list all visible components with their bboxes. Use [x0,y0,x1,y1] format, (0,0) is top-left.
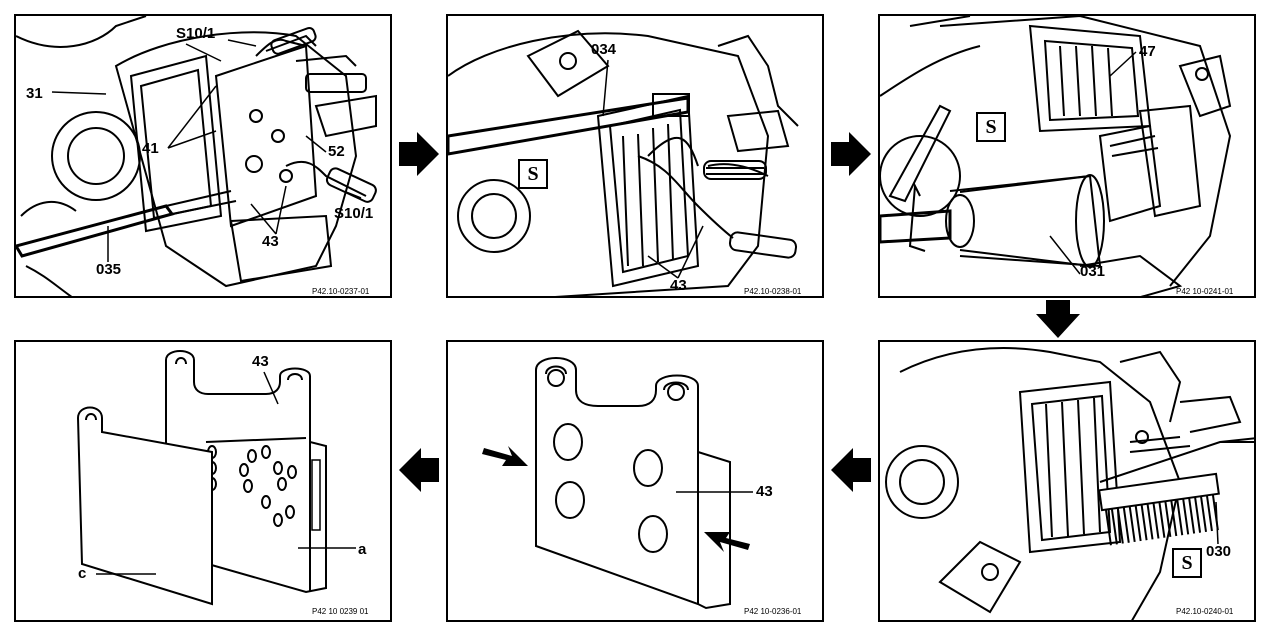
figure-code: P42 10 0239 01 [312,607,369,616]
special-tool-icon: S [1172,548,1202,578]
figure-code: P42.10-0240-01 [1176,607,1234,616]
label-47: 47 [1139,43,1156,60]
label-43: 43 [756,483,773,500]
brake-pad-drawing [482,357,753,610]
label-c: c [78,565,87,582]
label-035: 035 [96,261,122,278]
tool-icon-letter: S [1181,552,1193,574]
panel-step-4: S 030 P42.10-0240-01 [878,340,1256,622]
bold-arrow-icon [831,132,871,176]
tool-icon-letter: S [985,116,997,138]
panel-step-2: S 034 43 P42.10-0238-01 [446,14,824,298]
pad-extraction-drawing [448,29,799,296]
wire-brush-icon [1098,472,1220,546]
label-43: 43 [262,233,279,250]
label-031: 031 [1080,263,1106,280]
label-034: 034 [591,41,617,58]
label-43: 43 [670,277,687,294]
bold-arrow-icon [831,448,871,492]
label-a: a [358,541,367,558]
figure-code: P42 10-0241-01 [1176,287,1234,296]
bold-arrow-icon [399,448,439,492]
label-s10-1-top: S10/1 [176,25,216,42]
push-arrow-icon [704,532,750,552]
push-arrow-icon [482,446,528,466]
tool-icon-letter: S [527,163,539,185]
piston-reset-drawing [880,16,1232,296]
panel-step-6: 43 a c P42 10 0239 01 [14,340,392,622]
panel-step-5: 43 P42 10-0236-01 [446,340,824,622]
label-52: 52 [328,143,345,160]
label-43: 43 [252,353,269,370]
special-tool-icon: S [976,112,1006,142]
label-41: 41 [142,140,159,157]
bold-arrow-icon [1036,300,1080,338]
pad-backing-drawing [76,350,356,606]
panel-step-3: S 47 031 P42 10-0241-01 [878,14,1256,298]
label-31: 31 [26,85,43,102]
figure-code: P42 10-0236-01 [744,607,802,616]
figure-code: P42.10-0238-01 [744,287,802,296]
label-s10-1-bottom: S10/1 [334,205,374,222]
special-tool-icon: S [518,159,548,189]
bold-arrow-icon [399,132,439,176]
caliper-cleaning-drawing [885,347,1254,620]
label-030: 030 [1206,543,1232,560]
figure-code: P42.10-0237-01 [312,287,370,296]
panel-step-1: S10/1 31 41 52 S10/1 43 035 P42.10-0237-… [14,14,392,298]
caliper-removal-drawing [16,16,377,296]
